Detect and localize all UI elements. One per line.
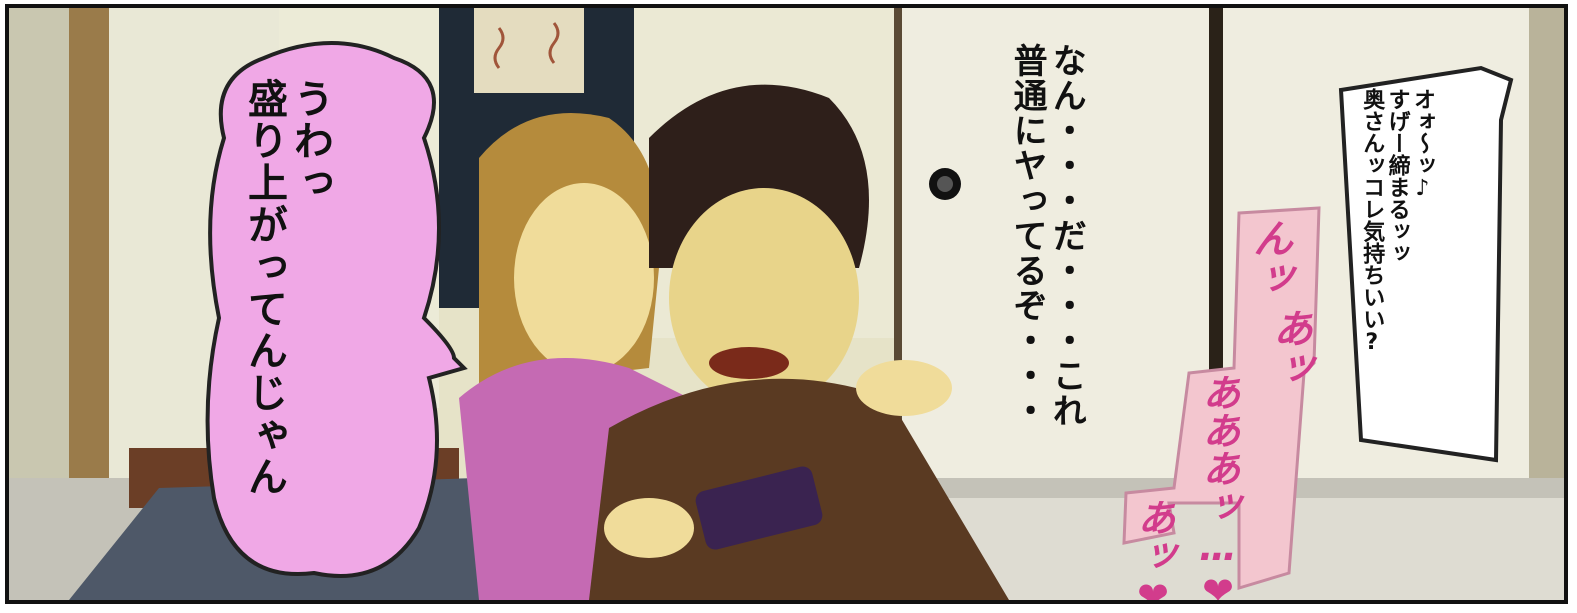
moan-text-2: あッ	[1266, 308, 1312, 388]
moan-text-4: あッ❤	[1131, 498, 1175, 604]
man-thought-text: なん・・・だ・・・これ 普通にヤってるぞ・・・	[1007, 43, 1087, 428]
speech-bubble-shape	[205, 41, 468, 578]
woman-speech-text: うわっ 盛り上がってんじゃん	[241, 78, 333, 498]
moan-box-shapes	[1122, 206, 1321, 591]
moan-text-3: あああッ…❤	[1196, 373, 1240, 604]
phone-voice-box-shape	[1338, 65, 1514, 463]
phone-voice-text: オォ〜ッ♪ すげー締まるッッ 奥さんッコレ気持ちいい?	[1359, 88, 1435, 355]
moan-text-1: んッ	[1246, 218, 1292, 298]
manga-panel: うわっ 盛り上がってんじゃん なん・・・だ・・・これ 普通にヤってるぞ・・・ オ…	[5, 4, 1568, 604]
